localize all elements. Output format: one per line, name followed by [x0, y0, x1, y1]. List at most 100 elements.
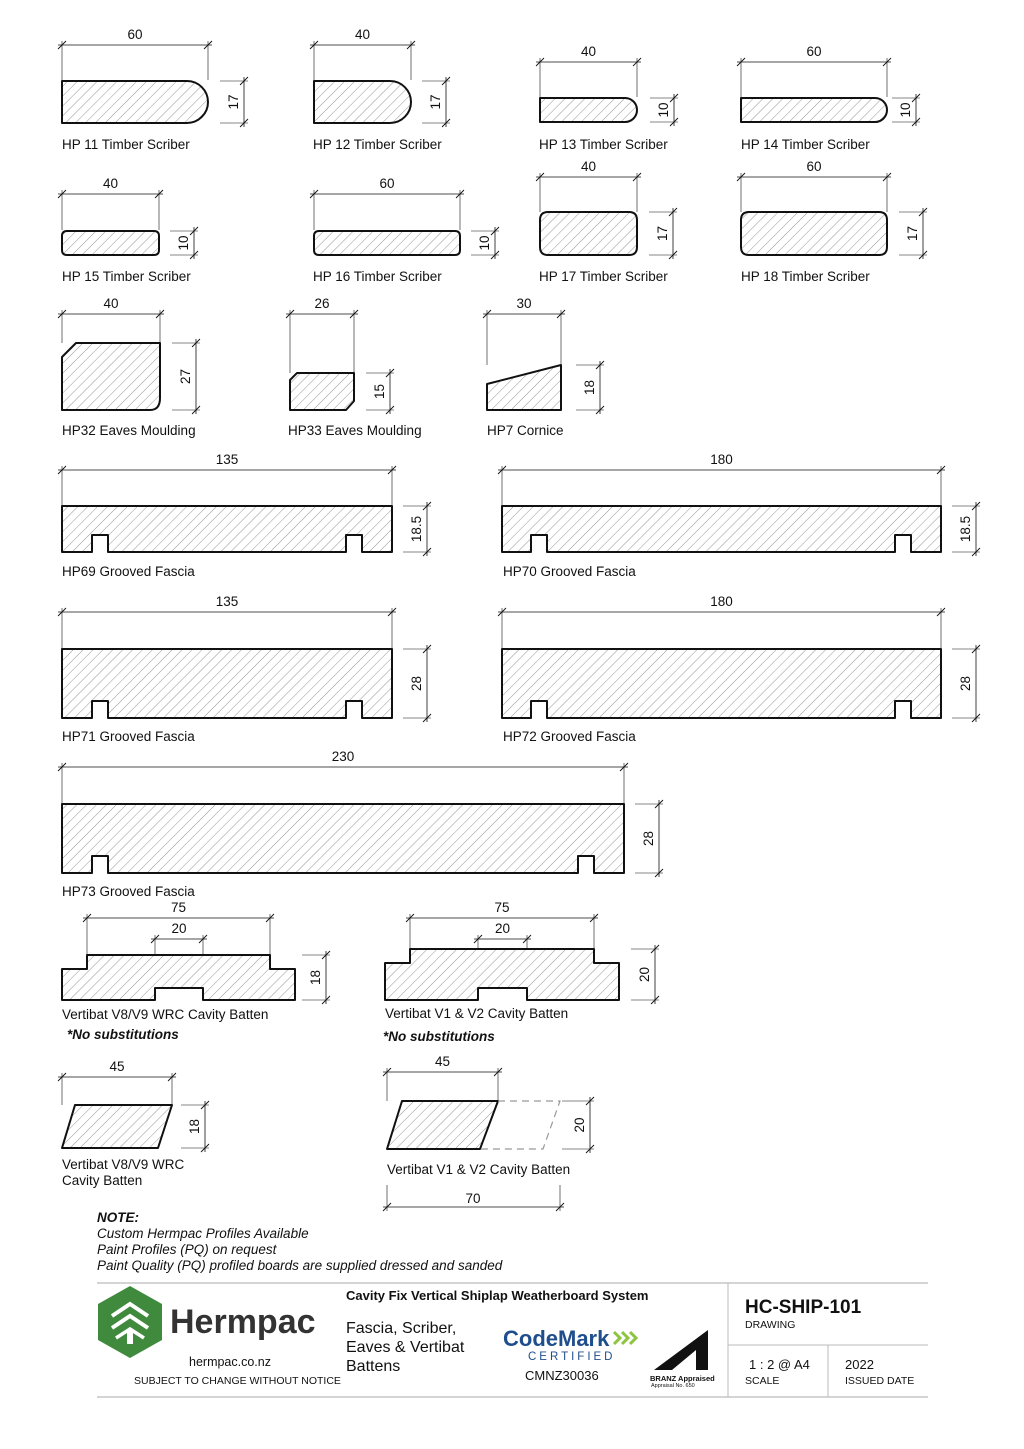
dim-width-hp15: 40	[57, 176, 164, 230]
dimension-value: 20	[637, 967, 652, 982]
dimension-value: 15	[372, 384, 387, 399]
profile-hp69	[61, 505, 393, 553]
dimension-value: 26	[314, 296, 329, 311]
profile-hp12	[313, 80, 412, 124]
profile-hp15	[61, 230, 160, 256]
dimension-value: 60	[379, 176, 394, 191]
profile-hp70	[501, 505, 942, 553]
profile-hp13	[539, 97, 638, 123]
dimension-value: 60	[806, 44, 821, 59]
dimension-value: 20	[495, 921, 510, 936]
branz-appraised: BRANZ Appraised	[650, 1374, 715, 1383]
profile-label-hp7: HP7 Cornice	[487, 423, 564, 438]
dimension-value: 20	[171, 921, 186, 936]
dim-height-hp14: 10	[892, 93, 921, 127]
note-line: Paint Quality (PQ) profiled boards are s…	[97, 1258, 503, 1273]
dimension-value: 18	[308, 970, 323, 985]
profile-label-vertibat-v8v9-single: Vertibat V8/V9 WRC Cavity Batten	[62, 1157, 185, 1188]
codemark-certified: CERTIFIED	[528, 1351, 616, 1363]
dimension-value: 10	[176, 235, 191, 250]
profile-label-hp15: HP 15 Timber Scriber	[62, 269, 191, 284]
dimension-value: 180	[710, 452, 733, 467]
profile-label-hp12: HP 12 Timber Scriber	[313, 137, 442, 152]
notes-heading: NOTE:	[97, 1210, 139, 1225]
codemark-cert-number: CMNZ30036	[525, 1368, 599, 1383]
dimension-value: 60	[127, 27, 142, 42]
dim-height-hp7: 18	[576, 360, 605, 415]
profile-hp18	[740, 211, 888, 256]
profile-vertibat-v8v9-single	[61, 1104, 173, 1149]
dim-groove-vertibat-v1v2: 20	[473, 921, 532, 949]
dim-width-hp72: 180	[497, 594, 946, 649]
dimension-value: 135	[216, 594, 239, 609]
dim-height-hp33: 15	[366, 368, 395, 415]
dimension-value: 30	[516, 296, 531, 311]
dim-height-hp17: 17	[649, 207, 678, 260]
scale-value: 1 : 2 @ A4	[749, 1357, 810, 1372]
profile-label-hp73: HP73 Grooved Fascia	[62, 884, 195, 899]
scale-label: SCALE	[745, 1375, 780, 1387]
dim-width-hp32: 40	[57, 296, 165, 343]
no-substitutions-note: *No substitutions	[383, 1029, 495, 1044]
dim-overall-vertibat-v1v2-single: 70	[382, 1185, 565, 1212]
dimension-value: 10	[477, 235, 492, 250]
dimension-value: 135	[216, 452, 239, 467]
profile-label-hp33: HP33 Eaves Moulding	[288, 423, 422, 438]
dimension-value: 17	[905, 226, 920, 241]
dim-height-hp15: 10	[170, 226, 199, 260]
profile-hp71	[61, 648, 393, 719]
dim-height-vertibat-v8v9-single: 18	[181, 1100, 210, 1153]
dim-height-hp70: 18.5	[952, 501, 981, 557]
profile-label-hp16: HP 16 Timber Scriber	[313, 269, 442, 284]
issued-date-value: 2022	[845, 1357, 874, 1372]
dim-height-vertibat-v1v2: 20	[631, 944, 660, 1005]
profile-label-hp72: HP72 Grooved Fascia	[503, 729, 636, 744]
hermpac-wordmark: Hermpac	[170, 1303, 316, 1341]
dimension-value: 40	[581, 44, 596, 59]
dim-height-hp11: 17	[220, 76, 249, 128]
dim-width-vertibat-v8v9: 75	[82, 900, 275, 955]
dimension-value: 45	[109, 1059, 124, 1074]
dim-width-hp7: 30	[482, 296, 566, 365]
dimension-value: 17	[226, 94, 241, 109]
dimension-value: 60	[806, 159, 821, 174]
profile-label-vertibat-v1v2-single: Vertibat V1 & V2 Cavity Batten	[387, 1162, 571, 1177]
profile-label-hp69: HP69 Grooved Fascia	[62, 564, 195, 579]
profile-label-vertibat-v8v9: Vertibat V8/V9 WRC Cavity Batten	[62, 1007, 269, 1022]
dimension-value: 10	[656, 102, 671, 117]
dimension-value: 40	[581, 159, 596, 174]
dimension-value: 75	[494, 900, 509, 915]
dimension-value: 17	[428, 94, 443, 109]
dimension-value: 28	[958, 676, 973, 691]
dim-width-hp17: 40	[535, 159, 642, 212]
dimension-value: 18	[187, 1119, 202, 1134]
dim-groove-vertibat-v8v9: 20	[150, 921, 208, 955]
dim-width-hp33: 26	[285, 296, 359, 373]
dimension-value: 20	[572, 1117, 587, 1132]
dimension-value: 28	[641, 831, 656, 846]
profile-label-hp70: HP70 Grooved Fascia	[503, 564, 636, 579]
website-link[interactable]: hermpac.co.nz	[189, 1355, 271, 1369]
system-title: Cavity Fix Vertical Shiplap Weatherboard…	[346, 1288, 649, 1303]
dim-width-hp11: 60	[57, 27, 213, 80]
dim-height-hp72: 28	[952, 644, 981, 723]
profile-label-hp13: HP 13 Timber Scriber	[539, 137, 668, 152]
drawing-subject-line2: Eaves & Vertibat	[346, 1339, 465, 1356]
profile-label-hp11: HP 11 Timber Scriber	[62, 137, 190, 152]
dim-height-hp71: 28	[403, 644, 432, 723]
dimension-value: 180	[710, 594, 733, 609]
profile-vertibat-v1v2-single	[386, 1100, 499, 1150]
drawing-subject-line1: Fascia, Scriber,	[346, 1320, 457, 1337]
dim-width-vertibat-v1v2-single: 45	[382, 1054, 503, 1101]
dimension-value: 18.5	[409, 516, 424, 542]
dimension-value: 45	[435, 1054, 450, 1069]
dim-height-hp73: 28	[635, 799, 664, 878]
profile-label-vertibat-v1v2: Vertibat V1 & V2 Cavity Batten	[385, 1006, 569, 1021]
dim-width-hp71: 135	[57, 594, 397, 649]
dimension-value: 40	[103, 296, 118, 311]
dim-width-hp18: 60	[736, 159, 892, 212]
dim-width-hp69: 135	[57, 452, 397, 506]
drawing-number: HC-SHIP-101	[745, 1297, 862, 1318]
